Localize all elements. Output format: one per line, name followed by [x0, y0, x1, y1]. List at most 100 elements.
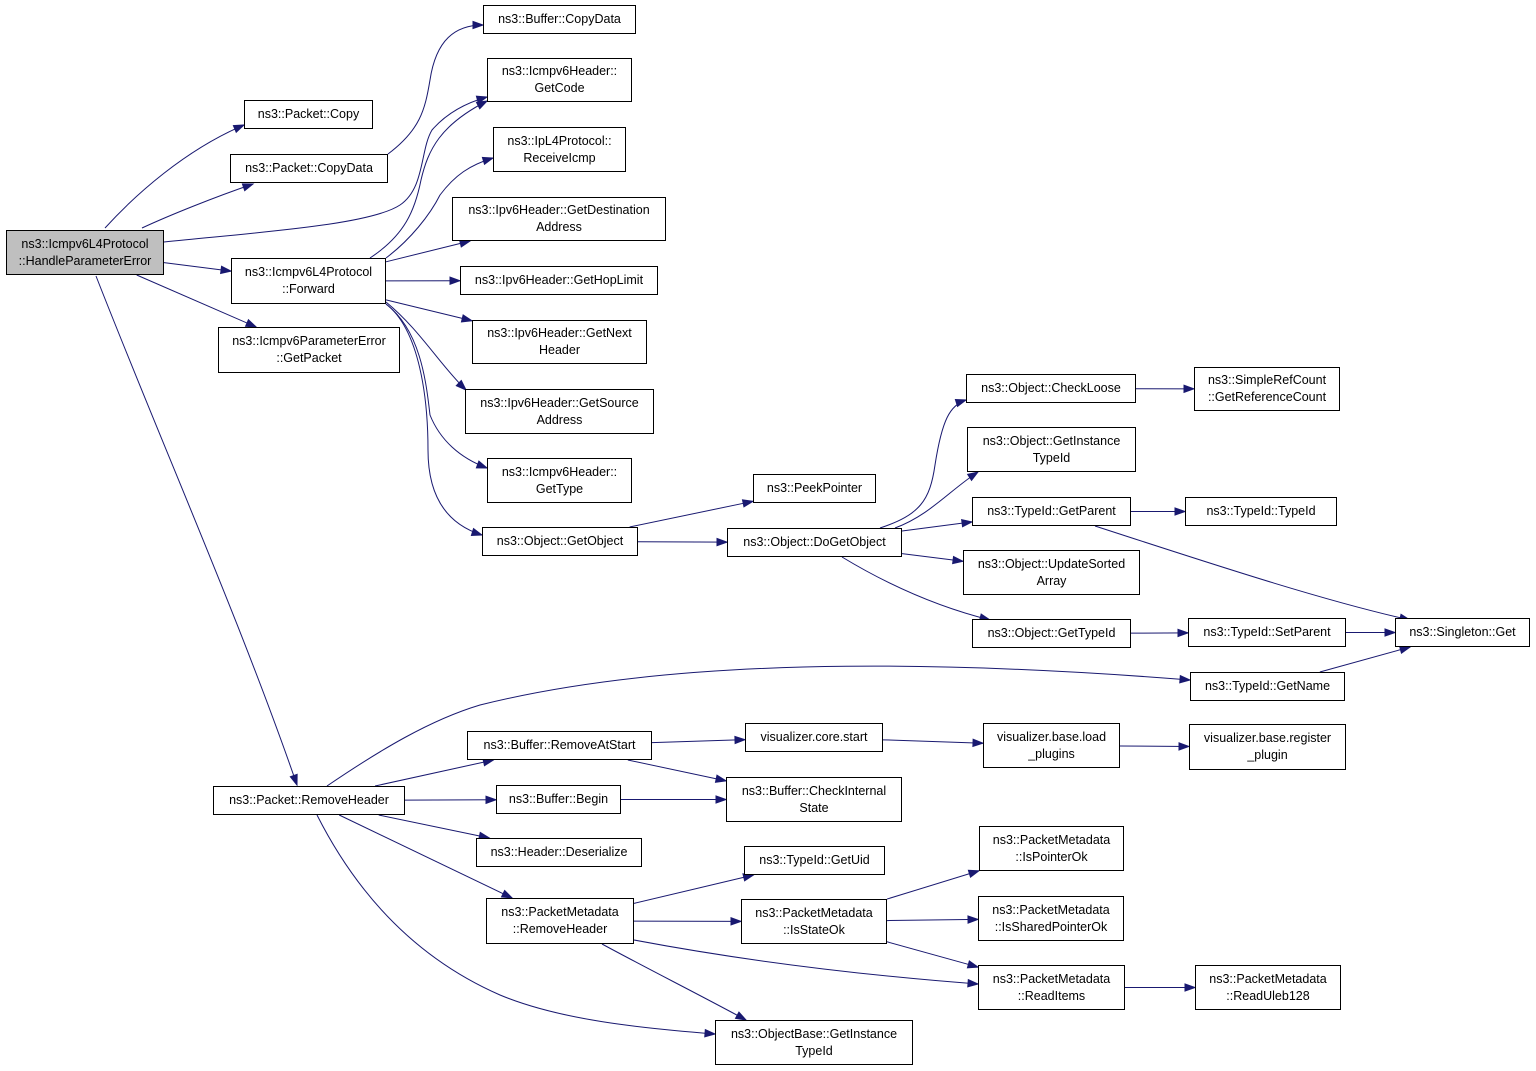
node-label-line: _plugins — [1028, 746, 1075, 761]
node-object-getobject[interactable]: ns3::Object::GetObject — [482, 527, 638, 556]
node-forward[interactable]: ns3::Icmpv6L4Protocol::Forward — [231, 258, 386, 304]
node-label-line: ns3::Icmpv6Header:: — [501, 64, 618, 78]
node-icmpv6header-gettype[interactable]: ns3::Icmpv6Header::GetType — [487, 458, 632, 503]
edge-object-dogetobject-to-object-getinstancetypeid-arrowhead — [966, 471, 980, 482]
node-label-line: ns3::PacketMetadata — [755, 905, 873, 920]
edge-handle-parameter-error-to-icmpv6header-getcode — [163, 96, 488, 243]
node-packet-removeheader[interactable]: ns3::Packet::RemoveHeader — [213, 786, 405, 815]
node-label-line: ns3::Ipv6Header::GetNext — [487, 326, 632, 340]
node-label-line: ns3::Icmpv6ParameterError — [232, 334, 386, 348]
node-label-line: Header — [539, 343, 580, 357]
edge-handle-parameter-error-to-packet-copydata — [141, 183, 254, 229]
node-label-line: ns3::TypeId::SetParent — [1203, 625, 1331, 639]
node-typeid-setparent[interactable]: ns3::TypeId::SetParent — [1188, 618, 1346, 647]
edge-packet-removeheader-to-typeid-getname-arrowhead — [1179, 674, 1192, 684]
node-pm-readuleb128[interactable]: ns3::PacketMetadata::ReadUleb128 — [1195, 965, 1341, 1010]
edge-pm-isstateok-to-pm-readitems-arrowhead — [966, 960, 980, 969]
node-object-dogetobject[interactable]: ns3::Object::DoGetObject — [727, 528, 902, 557]
node-buffer-removeatstart[interactable]: ns3::Buffer::RemoveAtStart — [467, 731, 652, 760]
edge-packet-removeheader-to-typeid-getname — [326, 665, 1191, 787]
node-pm-ispointerok[interactable]: ns3::PacketMetadata::IsPointerOk — [979, 826, 1124, 871]
node-label-line: ns3::Singleton::Get — [1409, 625, 1516, 639]
node-ipl4-receiveicmp[interactable]: ns3::IpL4Protocol::ReceiveIcmp — [493, 127, 626, 172]
node-label-line: ::ReadUleb128 — [1226, 988, 1310, 1003]
node-label-line: TypeId — [795, 1043, 833, 1058]
node-label-line: Address — [536, 220, 582, 234]
node-ipv6-gethoplimit[interactable]: ns3::Ipv6Header::GetHopLimit — [460, 266, 658, 295]
node-typeid-getuid[interactable]: ns3::TypeId::GetUid — [744, 846, 885, 875]
node-label-line: ns3::Icmpv6Header:: — [501, 464, 618, 479]
edge-pm-removeheader-to-objectbase-getinstancetypeid-arrowhead — [734, 1011, 748, 1021]
node-label-line: ::RemoveHeader — [512, 922, 608, 936]
edge-buffer-removeatstart-to-viz-core-start-arrowhead — [734, 735, 747, 745]
node-label-line: ns3::Buffer::CheckInternal — [741, 783, 887, 798]
node-label-line: ns3::Ipv6Header::GetHopLimit — [474, 273, 644, 287]
node-label-line: Address — [536, 412, 583, 427]
node-simplerefcount[interactable]: ns3::SimpleRefCount::GetReferenceCount — [1194, 367, 1340, 411]
edge-handle-parameter-error-to-packet-copy-arrowhead — [232, 124, 246, 134]
node-header-deserialize[interactable]: ns3::Header::Deserialize — [476, 838, 642, 867]
node-label-line: ns3::Buffer::CopyData — [498, 12, 621, 26]
edge-forward-to-icmpv6header-gettype-arrowhead — [475, 460, 489, 469]
node-param-getpacket[interactable]: ns3::Icmpv6ParameterError::GetPacket — [218, 327, 400, 373]
edge-viz-load-plugins-to-viz-register-plugin-arrowhead — [1178, 742, 1191, 751]
node-label-line: ns3::Packet::Copy — [257, 107, 360, 121]
edge-forward-to-ipl4-receiveicmp-arrowhead — [481, 156, 495, 166]
node-typeid-getparent[interactable]: ns3::TypeId::GetParent — [972, 497, 1131, 526]
node-pm-issharedpointerok[interactable]: ns3::PacketMetadata::IsSharedPointerOk — [978, 896, 1124, 941]
node-label-line: ns3::TypeId::GetUid — [759, 853, 870, 867]
node-viz-core-start[interactable]: visualizer.core.start — [745, 723, 883, 752]
edge-pm-removeheader-to-pm-isstateok-arrowhead — [730, 917, 743, 926]
node-label-line: ns3::TypeId::GetParent — [987, 504, 1116, 518]
node-label-line: GetType — [535, 481, 584, 496]
edge-pm-isstateok-to-pm-ispointerok — [886, 870, 980, 900]
node-handle-parameter-error[interactable]: ns3::Icmpv6L4Protocol::HandleParameterEr… — [6, 230, 164, 275]
edge-pm-isstateok-to-pm-readitems — [886, 941, 979, 968]
edge-forward-to-object-getobject-arrowhead — [470, 527, 484, 536]
edge-handle-parameter-error-to-param-getpacket — [136, 274, 257, 328]
edge-pm-removeheader-to-pm-readitems — [633, 939, 979, 985]
node-label-line: TypeId — [1032, 450, 1071, 465]
node-buffer-begin[interactable]: ns3::Buffer::Begin — [496, 785, 621, 814]
edge-packet-removeheader-to-buffer-begin-arrowhead — [485, 795, 498, 805]
node-label-line: ::GetReferenceCount — [1207, 390, 1327, 404]
node-packet-copydata[interactable]: ns3::Packet::CopyData — [230, 154, 388, 183]
node-label-line: visualizer.base.load — [996, 729, 1107, 744]
edge-handle-parameter-error-to-param-getpacket-arrowhead — [244, 318, 258, 328]
node-object-checkloose[interactable]: ns3::Object::CheckLoose — [966, 374, 1136, 403]
node-label-line: ns3::PacketMetadata — [501, 905, 619, 919]
node-pm-removeheader[interactable]: ns3::PacketMetadata::RemoveHeader — [486, 898, 634, 944]
edge-object-dogetobject-to-object-checkloose — [879, 399, 967, 529]
node-viz-load-plugins[interactable]: visualizer.base.load _plugins — [983, 723, 1120, 768]
node-singleton-get[interactable]: ns3::Singleton::Get — [1395, 618, 1530, 647]
node-packet-copy[interactable]: ns3::Packet::Copy — [244, 100, 373, 129]
node-pm-readitems[interactable]: ns3::PacketMetadata::ReadItems — [978, 965, 1125, 1010]
node-label-line: State — [799, 800, 829, 815]
node-pm-isstateok[interactable]: ns3::PacketMetadata::IsStateOk — [741, 899, 887, 944]
edge-typeid-setparent-to-singleton-get-arrowhead — [1384, 628, 1397, 637]
edge-pm-isstateok-to-pm-issharedpointerok — [886, 918, 979, 922]
node-label-line: ns3::PacketMetadata — [1209, 971, 1327, 986]
edge-object-dogetobject-to-typeid-getparent — [901, 521, 973, 532]
node-icmpv6header-getcode[interactable]: ns3::Icmpv6Header::GetCode — [487, 58, 632, 102]
edge-buffer-removeatstart-to-buffer-checkinternal — [627, 759, 727, 782]
node-typeid-getname[interactable]: ns3::TypeId::GetName — [1190, 672, 1345, 701]
node-peekpointer[interactable]: ns3::PeekPointer — [753, 474, 876, 503]
edge-handle-parameter-error-to-packet-copy — [104, 124, 245, 229]
node-object-gettypeid[interactable]: ns3::Object::GetTypeId — [972, 619, 1131, 648]
edge-forward-to-ipl4-receiveicmp — [385, 157, 494, 259]
node-typeid-typeid[interactable]: ns3::TypeId::TypeId — [1185, 497, 1337, 526]
node-label-line: ns3::Icmpv6L4Protocol — [21, 236, 149, 251]
node-buffer-copydata[interactable]: ns3::Buffer::CopyData — [483, 5, 636, 34]
node-viz-register-plugin[interactable]: visualizer.base.register_plugin — [1189, 724, 1346, 770]
node-label-line: ::HandleParameterError — [18, 253, 152, 268]
